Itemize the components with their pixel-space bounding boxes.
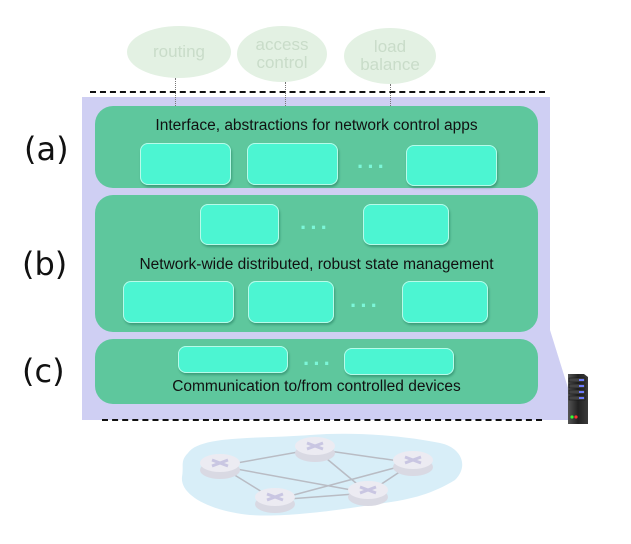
connector-routing: [175, 78, 176, 108]
app-interface-module[interactable]: [406, 145, 497, 186]
router-icon[interactable]: [255, 488, 295, 513]
northbound-boundary: [90, 91, 545, 93]
router-icon[interactable]: [200, 454, 240, 479]
server-icon: [568, 374, 588, 424]
state-module[interactable]: [248, 281, 334, 323]
app-access-control-label: access control: [255, 35, 309, 72]
state-module[interactable]: [123, 281, 234, 323]
connector-load-balance: [390, 84, 391, 108]
label-a: (a): [24, 130, 69, 168]
connector-access-control: [285, 82, 286, 108]
app-interface-module[interactable]: [140, 143, 231, 185]
app-interface-module[interactable]: [247, 143, 338, 185]
layer-a-title: Interface, abstractions for network cont…: [155, 117, 478, 134]
southbound-boundary: [102, 419, 542, 421]
more-ellipsis: ···: [350, 293, 381, 318]
router-icon[interactable]: [295, 437, 335, 462]
app-access-control[interactable]: access control: [237, 26, 327, 82]
more-ellipsis: ···: [357, 154, 388, 179]
layer-c-southbound-communication[interactable]: ··· Communication to/from controlled dev…: [95, 339, 538, 404]
label-b: (b): [22, 245, 68, 283]
network-cloud: [181, 433, 463, 516]
router-icon[interactable]: [348, 481, 388, 506]
state-module[interactable]: [363, 204, 449, 245]
app-load-balance-label: load balance: [360, 37, 420, 74]
data-plane-network: [181, 433, 463, 516]
more-ellipsis: ···: [300, 215, 331, 240]
label-c: (c): [22, 352, 65, 390]
layer-b-state-management[interactable]: ··· Network-wide distributed, robust sta…: [95, 195, 538, 332]
state-module[interactable]: [200, 204, 279, 245]
communication-module[interactable]: [344, 348, 454, 375]
router-icon[interactable]: [393, 451, 433, 476]
layer-c-title: Communication to/from controlled devices: [172, 378, 461, 395]
app-routing[interactable]: routing: [127, 26, 231, 78]
communication-module[interactable]: [178, 346, 288, 373]
layer-a-northbound-interface[interactable]: Interface, abstractions for network cont…: [95, 106, 538, 188]
state-module[interactable]: [402, 281, 488, 323]
more-ellipsis: ···: [303, 351, 334, 376]
app-load-balance[interactable]: load balance: [344, 28, 436, 84]
layer-b-title: Network-wide distributed, robust state m…: [139, 256, 494, 273]
app-routing-label: routing: [153, 42, 205, 61]
